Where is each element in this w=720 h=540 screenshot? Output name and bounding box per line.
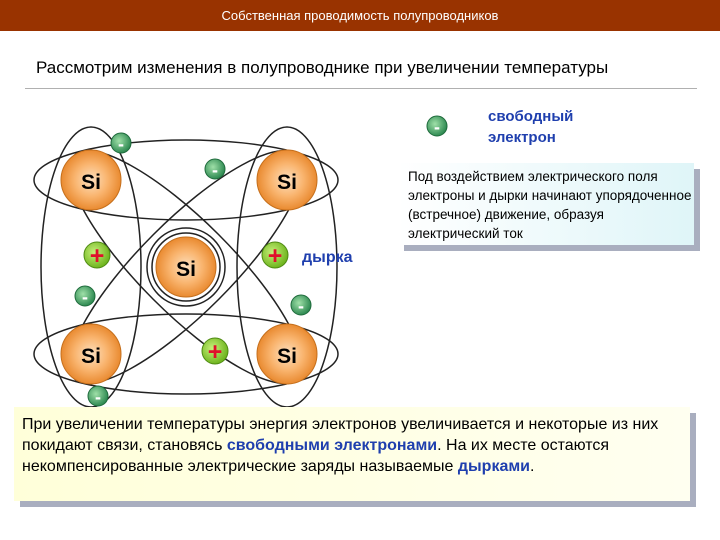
atom-label: Si bbox=[277, 171, 297, 194]
orbit-upper bbox=[33, 139, 339, 221]
header-title: Собственная проводимость полупроводников bbox=[221, 8, 499, 23]
electron-sign: - bbox=[212, 160, 218, 180]
electron-right: - bbox=[290, 294, 312, 316]
info-box-temperature: При увеличении температуры энергия элект… bbox=[14, 407, 690, 501]
electron-sign: - bbox=[118, 134, 124, 154]
orbit-lower bbox=[33, 313, 339, 395]
atom-label: Si bbox=[81, 345, 101, 368]
atom-bottom-right: Si bbox=[256, 323, 318, 385]
atom-label: Si bbox=[176, 258, 196, 281]
hole-left: + bbox=[83, 241, 111, 270]
hole-bottom: + bbox=[201, 337, 229, 366]
electron-top-2: - bbox=[204, 158, 226, 180]
atom-top-left: Si bbox=[60, 149, 122, 211]
box2-text-part1: При увеличении температуры энергия элект… bbox=[22, 416, 659, 454]
electron-top-1: - bbox=[110, 132, 132, 154]
electron-sign: - bbox=[82, 287, 88, 307]
hole-sign: + bbox=[268, 242, 283, 270]
electron-left: - bbox=[74, 285, 96, 307]
atom-label: Si bbox=[81, 171, 101, 194]
hole-sign: + bbox=[90, 242, 105, 270]
header-bar: Собственная проводимость полупроводников bbox=[0, 0, 720, 31]
atom-center: Si bbox=[155, 236, 217, 298]
info-box-current-text: Под воздействием электрического поля эле… bbox=[408, 169, 692, 241]
electron-sign: - bbox=[95, 387, 101, 407]
orbit-center-2 bbox=[151, 232, 221, 302]
hole-right: + bbox=[261, 241, 289, 270]
electron-bottom: - bbox=[87, 385, 109, 407]
divider bbox=[25, 88, 697, 89]
electron-sign: - bbox=[434, 117, 440, 137]
legend-electron-icon: - bbox=[426, 115, 448, 137]
legend-label: свободный электрон bbox=[488, 108, 574, 146]
box2-text-part3: . bbox=[530, 458, 535, 475]
atom-label: Si bbox=[277, 345, 297, 368]
hole-label: дырка bbox=[302, 249, 353, 266]
box2-text-part2: . На их месте остаются некомпенсированны… bbox=[22, 437, 610, 475]
box2-free-electrons: свободными электронами bbox=[226, 437, 438, 454]
info-box-current: Под воздействием электрического поля эле… bbox=[398, 163, 694, 245]
atom-top-right: Si bbox=[256, 149, 318, 211]
box2-holes: дырками bbox=[457, 458, 531, 475]
subtitle: Рассмотрим изменения в полупроводнике пр… bbox=[36, 58, 609, 77]
orbit-center-1 bbox=[146, 227, 226, 307]
hole-sign: + bbox=[208, 338, 223, 366]
electron-sign: - bbox=[298, 296, 304, 316]
atom-bottom-left: Si bbox=[60, 323, 122, 385]
